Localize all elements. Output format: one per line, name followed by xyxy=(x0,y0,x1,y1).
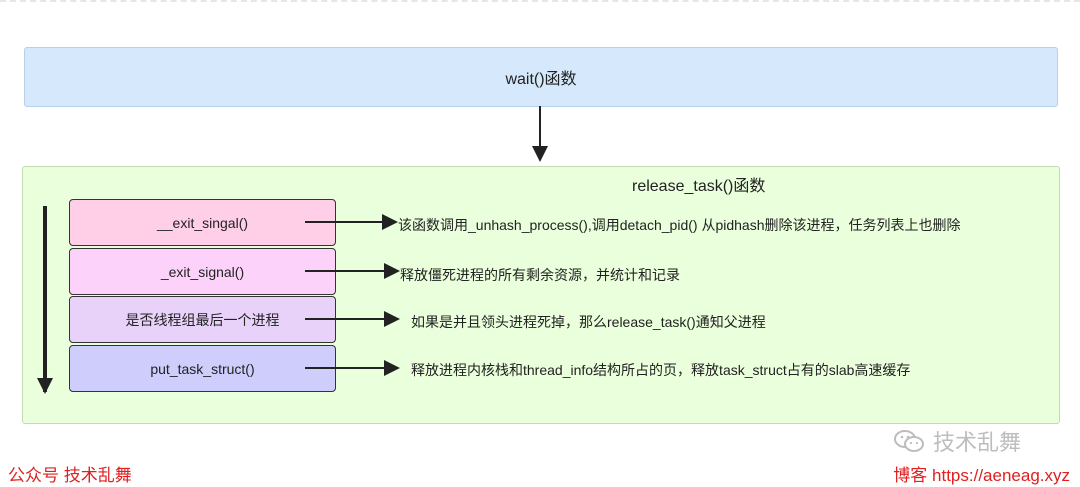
step-label: 是否线程组最后一个进程 xyxy=(125,311,280,328)
step-description: 该函数调用_unhash_process(),调用detach_pid() 从p… xyxy=(398,217,961,233)
step-label: _exit_signal() xyxy=(160,263,245,280)
wait-function-label: wait()函数 xyxy=(505,71,577,88)
wait-function-box: wait()函数 xyxy=(24,47,1058,107)
step-description: 释放进程内核栈和thread_info结构所占的页，释放task_struct占… xyxy=(411,362,911,378)
watermark: 技术乱舞 xyxy=(893,425,1021,457)
top-divider xyxy=(0,0,1080,2)
step-exit-signal: _exit_signal() xyxy=(69,248,336,295)
release-task-title: release_task()函数 xyxy=(632,178,766,195)
watermark-text: 技术乱舞 xyxy=(933,430,1022,455)
footer-blog-link: 博客 https://aeneag.xyz xyxy=(893,466,1070,485)
step-put-task-struct: put_task_struct() xyxy=(69,345,336,392)
step-label: put_task_struct() xyxy=(150,360,255,377)
step-label: __exit_singal() xyxy=(156,214,249,231)
wechat-icon xyxy=(894,430,924,452)
step-description: 释放僵死进程的所有剩余资源，并统计和记录 xyxy=(400,267,680,283)
footer-wechat-account: 公众号 技术乱舞 xyxy=(8,466,132,485)
step-description: 如果是并且领头进程死掉，那么release_task()通知父进程 xyxy=(411,314,766,330)
step-last-thread-check: 是否线程组最后一个进程 xyxy=(69,296,336,343)
step-exit-singal: __exit_singal() xyxy=(69,199,336,246)
